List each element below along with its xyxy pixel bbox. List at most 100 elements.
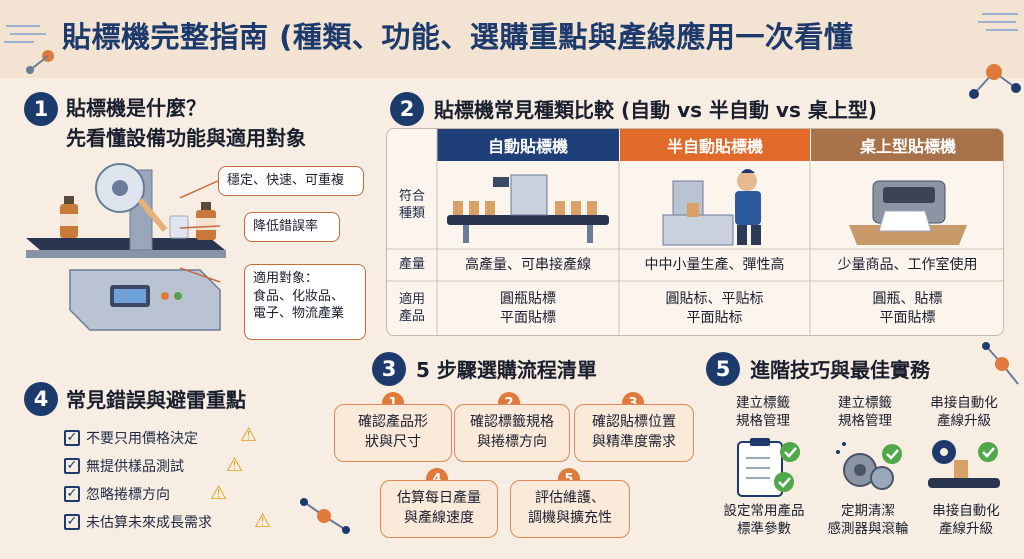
table-grid	[387, 129, 1003, 335]
step4-line1: 估算每日產量	[397, 490, 481, 507]
tip-top-2-line1: 建立標籤	[838, 395, 892, 411]
output-auto: 高產量、可串接產線	[465, 256, 591, 273]
tip-top-1-line2: 規格管理	[736, 413, 790, 430]
checkbox-icon: ✓	[64, 486, 80, 502]
row-label-products: 適用產品	[387, 281, 437, 335]
mistake-item-1: ✓ 不要只用價格決定	[64, 428, 198, 448]
tip-top-3-line2: 產線升級	[937, 413, 991, 430]
checkbox-icon: ✓	[64, 430, 80, 446]
step2-line1: 確認標籤規格	[470, 414, 554, 431]
products-semi-auto: 圓貼标、平贴标平面貼标	[619, 281, 810, 335]
tip-bottom-1-line1: 設定常用產品	[723, 503, 805, 519]
tip-bottom-2: 定期清潔感測器與滾輪	[816, 502, 920, 538]
row-label-products-line1: 適用	[398, 292, 425, 308]
tip-bottom-1-line2: 標準參數	[737, 521, 791, 538]
header-auto: 自動貼標機	[437, 129, 619, 161]
products-auto: 圓瓶貼標平面貼標	[437, 281, 619, 335]
desktop-machine-illustration	[849, 180, 967, 245]
section5-title: 進階技巧與最佳實務	[750, 358, 930, 382]
mistake-text-2: 無提供樣品測試	[86, 459, 184, 475]
semi-auto-machine-illustration	[662, 169, 761, 246]
callout-lines	[180, 179, 221, 283]
callout-target-line1: 適用對象：	[253, 271, 319, 286]
header-semi-auto: 半自動貼標機	[620, 129, 810, 161]
section4-title: 常見錯誤與避雷重點	[66, 388, 246, 412]
step3-box: 確認貼標位置與精準度需求	[574, 404, 694, 462]
step5-box: 評估維護、調機與擴充性	[510, 480, 630, 538]
products-auto-line1: 圓瓶貼標	[500, 291, 556, 308]
mistake-text-1: 不要只用價格決定	[86, 431, 198, 447]
comparison-table: 自動貼標機 半自動貼標機 桌上型貼標機 符合種類 產量 適用產品	[386, 128, 1004, 336]
section1-number: 1	[24, 92, 58, 126]
products-desktop-line1: 圓瓶、貼標	[872, 291, 943, 308]
output-semi-auto: 中中小量生產、彈性高	[644, 256, 785, 273]
row-label-type: 符合種類	[387, 163, 437, 249]
step2-box: 確認標籤規格與捲標方向	[454, 404, 570, 462]
page-title: 貼標機完整指南 (種類、功能、選購重點與產線應用一次看懂	[62, 20, 854, 54]
molecule-decor	[300, 498, 350, 534]
section1-title-line2: 先看懂設備功能與適用對象	[66, 126, 306, 150]
step3-line2: 與精準度需求	[592, 434, 676, 450]
tip-top-2-line2: 規格管理	[838, 413, 892, 430]
step2-line2: 與捲標方向	[477, 434, 547, 450]
callout-target-line3: 電子、物流產業	[253, 306, 345, 322]
callout-target-line2: 食品、化妝品、	[253, 288, 345, 304]
products-semi-line1: 圓貼标、平贴标	[665, 291, 764, 308]
section4-number: 4	[24, 382, 58, 416]
row-label-type-line1: 符合	[398, 189, 425, 205]
gear-sensor-icon	[836, 442, 902, 490]
callout-target-users: 適用對象： 食品、化妝品、 電子、物流產業	[244, 264, 366, 340]
products-desktop-line2: 平面貼標	[879, 310, 936, 326]
labeling-machine-illustration	[26, 163, 226, 331]
step1-line2: 狀與尺寸	[365, 434, 421, 450]
step5-line1: 評估維護、	[535, 490, 605, 507]
molecule-decor	[982, 342, 1019, 385]
section3-title: 5 步驟選購流程清單	[416, 358, 597, 382]
molecule-decor	[969, 64, 1021, 99]
callout-stable-fast: 穩定、快速、可重複	[218, 166, 364, 196]
tip-top-1-line1: 建立標籤	[736, 395, 790, 411]
mistake-text-4: 未估算未來成長需求	[86, 515, 212, 531]
tip-bottom-2-line1: 定期清潔	[841, 503, 895, 519]
mistake-item-4: ✓ 未估算未來成長需求	[64, 512, 212, 532]
warning-icon: ⚠	[210, 482, 228, 504]
tip-bottom-2-line2: 感測器與滾輪	[827, 521, 909, 538]
tip-top-3: 串接自動化產線升級	[916, 394, 1012, 430]
step4-box: 估算每日產量與產線速度	[380, 480, 498, 538]
mistake-text-3: 忽略捲標方向	[86, 487, 170, 503]
section3-number: 3	[372, 352, 406, 386]
tip-top-1: 建立標籤規格管理	[718, 394, 808, 430]
callout-reduce-errors: 降低錯誤率	[244, 212, 340, 242]
warning-icon: ⚠	[226, 454, 244, 476]
products-auto-line2: 平面貼標	[500, 310, 556, 326]
step4-line2: 與產線速度	[404, 510, 474, 526]
warning-icon: ⚠	[254, 510, 272, 532]
step5-line2: 調機與擴充性	[528, 510, 612, 526]
clipboard-check-icon	[737, 438, 800, 497]
tip-top-2: 建立標籤規格管理	[820, 394, 910, 430]
mistake-item-3: ✓ 忽略捲標方向	[64, 484, 170, 504]
tip-bottom-1: 設定常用產品標準參數	[712, 502, 816, 538]
section5-number: 5	[706, 352, 740, 386]
section2-title: 貼標機常見種類比較 (自動 vs 半自動 vs 桌上型)	[434, 98, 877, 122]
tip-bottom-3: 串接自動化產線升級	[918, 502, 1014, 538]
row-label-type-line2: 種類	[398, 206, 425, 221]
tip-bottom-3-line1: 串接自動化	[932, 503, 1000, 519]
header-desktop: 桌上型貼標機	[811, 129, 1003, 161]
gear-conveyor-icon	[928, 440, 1000, 488]
products-semi-line2: 平面貼标	[686, 310, 743, 326]
warning-icon: ⚠	[240, 424, 258, 446]
step1-line1: 確認產品形	[358, 414, 428, 431]
checkbox-icon: ✓	[64, 514, 80, 530]
title-decor	[4, 13, 1018, 74]
title-bar	[0, 0, 1024, 78]
section2-number: 2	[390, 92, 424, 126]
step1-box: 確認產品形狀與尺寸	[334, 404, 452, 462]
tip-top-3-line1: 串接自動化	[930, 395, 998, 411]
products-desktop: 圓瓶、貼標平面貼標	[810, 281, 1003, 335]
section1-title-line1: 貼標機是什麼？	[66, 96, 206, 120]
row-label-output: 產量	[398, 256, 425, 272]
tip-bottom-3-line2: 產線升級	[939, 521, 993, 538]
step3-line1: 確認貼標位置	[592, 414, 676, 431]
checkbox-icon: ✓	[64, 458, 80, 474]
